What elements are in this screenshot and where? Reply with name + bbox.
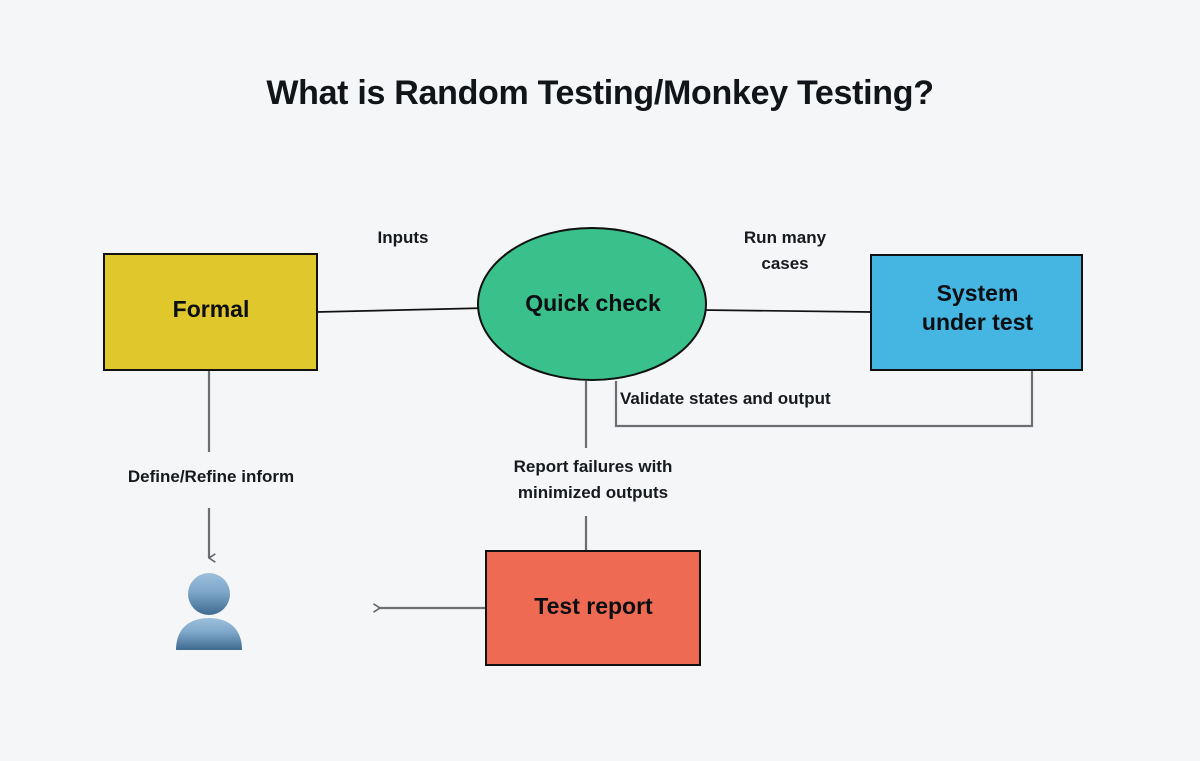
edge-label-run-many-line2: cases [761, 253, 809, 273]
edge-label-inputs: Inputs [377, 228, 429, 247]
node-quick-check-shape[interactable] [477, 227, 707, 381]
node-system-under-test-shape[interactable] [870, 254, 1083, 371]
edge-label-define-refine: Define/Refine inform [127, 467, 295, 486]
edge-label-failures-line2: minimized outputs [517, 482, 669, 502]
edge-label-report-failures: Report failures with minimized outputs [450, 454, 736, 505]
edge-label-validate-states: Validate states and output [620, 389, 831, 408]
edge-label-run-many-cases: Run many cases [700, 225, 870, 276]
edge-label-run-many-line1: Run many [743, 228, 827, 247]
edge-inputs-line [316, 307, 488, 313]
node-test-report-shape[interactable] [485, 550, 701, 666]
edge-label-failures-line1: Report failures with [513, 457, 673, 476]
person-avatar-icon [176, 573, 242, 650]
page-title: What is Random Testing/Monkey Testing? [266, 74, 934, 112]
edge-validate-states-path [614, 370, 1034, 428]
edge-run-many-cases-line [701, 309, 872, 313]
node-formal-shape[interactable] [103, 253, 318, 371]
